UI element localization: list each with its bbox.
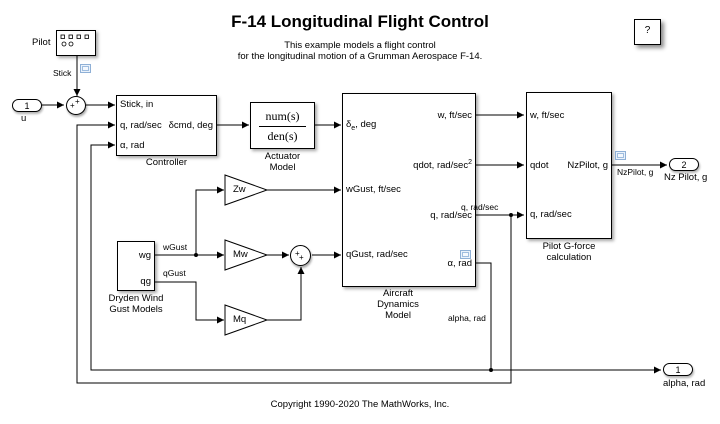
controller-input-q: q, rad/sec — [120, 120, 162, 131]
gforce-input-qdot: qdot — [530, 160, 549, 171]
gforce-output-nzpilot: NzPilot, g — [567, 160, 608, 171]
pilot-block[interactable] — [56, 30, 96, 56]
signal-label-qgust: qGust — [163, 268, 186, 278]
outport-nz-pilot-label: Nz Pilot, g — [664, 172, 708, 183]
pilot-gforce-block[interactable]: w, ft/sec qdot NzPilot, g q, rad/sec — [526, 92, 612, 239]
controller-block[interactable]: Stick, in q, rad/sec δcmd, deg α, rad — [116, 95, 217, 156]
plus-sign-icon: + — [75, 97, 80, 106]
dryden-name-line-1: Dryden Wind — [108, 293, 164, 304]
copyright-notice: Copyright 1990-2020 The MathWorks, Inc. — [270, 399, 450, 410]
controller-input-stick: Stick, in — [120, 99, 154, 110]
actuator-name-line-2: Model — [269, 162, 296, 173]
signal-label-wgust: wGust — [163, 242, 188, 252]
plus-sign-icon: + — [295, 249, 300, 258]
aircraft-input-qgust: qGust, rad/sec — [346, 249, 408, 260]
gain-zw-block[interactable] — [224, 174, 270, 208]
branch-point-q — [509, 213, 513, 217]
aircraft-name-line-1: Aircraft — [382, 288, 414, 299]
gain-mq-block[interactable] — [224, 304, 270, 338]
inport-u[interactable]: 1 — [12, 99, 42, 112]
wire-mq-to-sum — [267, 267, 305, 321]
branch-point-wgust — [194, 253, 198, 257]
gforce-input-q: q, rad/sec — [530, 209, 572, 220]
tf-numerator: num(s) — [265, 109, 300, 123]
actuator-name: Actuator Model — [250, 151, 315, 173]
pilot-label: Pilot — [32, 37, 51, 48]
dryden-name: Dryden Wind Gust Models — [100, 293, 172, 315]
wire-alpha-feedback — [90, 141, 492, 371]
controller-input-alpha: α, rad — [120, 140, 145, 151]
aircraft-input-wgust: wGust, ft/sec — [346, 184, 401, 195]
aircraft-dynamics-block[interactable]: δe, deg wGust, ft/sec qGust, rad/sec w, … — [342, 93, 476, 287]
aircraft-name-line-3: Model — [385, 310, 411, 321]
signal-builder-icon — [60, 34, 89, 47]
controller-name: Controller — [145, 157, 188, 168]
outport-alpha-label: alpha, rad — [663, 378, 706, 389]
signal-label-stick: Stick — [53, 68, 72, 78]
wire-wgust-zw — [195, 186, 224, 255]
gain-mq-label: Mq — [233, 314, 247, 325]
aircraft-output-w: w, ft/sec — [437, 110, 472, 121]
dryden-name-line-2: Gust Models — [109, 304, 163, 315]
branch-point-alpha — [489, 368, 493, 372]
wire-q-feedback — [76, 121, 512, 384]
plus-sign-icon: + — [70, 101, 75, 110]
inport-u-label: u — [21, 113, 27, 124]
signal-viewer-alpha-icon[interactable] — [460, 250, 471, 259]
gain-mw-label: Mw — [233, 249, 248, 260]
aircraft-output-q: q, rad/sec — [430, 210, 472, 221]
sum-block-stick[interactable]: + + — [66, 96, 86, 115]
signal-viewer-nzpilot-icon[interactable] — [615, 151, 626, 160]
help-button[interactable]: ? — [634, 19, 661, 45]
aircraft-output-alpha: α, rad — [447, 258, 472, 269]
signal-label-q: q, rad/sec — [461, 202, 499, 212]
aircraft-input-delta-e: δe, deg — [346, 119, 377, 132]
tf-denominator: den(s) — [267, 129, 298, 143]
gain-zw-label: Zw — [233, 184, 246, 195]
model-description: This example models a flight control for… — [0, 40, 720, 62]
model-title: F-14 Longitudinal Flight Control — [231, 12, 489, 31]
signal-viewer-stick-icon[interactable] — [80, 64, 91, 73]
wire-qgust-mq — [155, 281, 224, 324]
fraction-bar — [259, 126, 306, 127]
aircraft-name: Aircraft Dynamics Model — [342, 288, 454, 321]
pilot-gforce-name: Pilot G-force calculation — [526, 241, 612, 263]
controller-output-dcmd: δcmd, deg — [168, 120, 213, 131]
aircraft-output-qdot: qdot, rad/sec2 — [413, 159, 472, 172]
pilot-gforce-name-line-1: Pilot G-force — [542, 241, 596, 252]
pilot-gforce-name-line-2: calculation — [546, 252, 592, 263]
gain-mw-block[interactable] — [224, 239, 270, 273]
sum-block-gust[interactable]: + + — [290, 245, 311, 266]
signal-label-alpha: alpha, rad — [448, 313, 486, 323]
actuator-transfer-fcn-block[interactable]: num(s) den(s) — [250, 102, 315, 149]
outport-alpha[interactable]: 1 — [663, 363, 693, 376]
aircraft-name-line-2: Dynamics — [377, 299, 419, 310]
plus-sign-icon: + — [299, 253, 304, 262]
description-line-1: This example models a flight control — [284, 40, 436, 51]
description-line-2: for the longitudinal motion of a Grumman… — [237, 51, 483, 62]
signal-label-nzpilot: NzPilot, g — [617, 167, 654, 177]
outport-nz-pilot[interactable]: 2 — [669, 158, 699, 171]
dryden-gust-block[interactable]: wg qg — [117, 241, 155, 291]
gforce-input-w: w, ft/sec — [530, 110, 565, 121]
dryden-output-qg: qg — [140, 276, 151, 287]
dryden-output-wg: wg — [138, 250, 151, 261]
actuator-name-line-1: Actuator — [264, 151, 301, 162]
